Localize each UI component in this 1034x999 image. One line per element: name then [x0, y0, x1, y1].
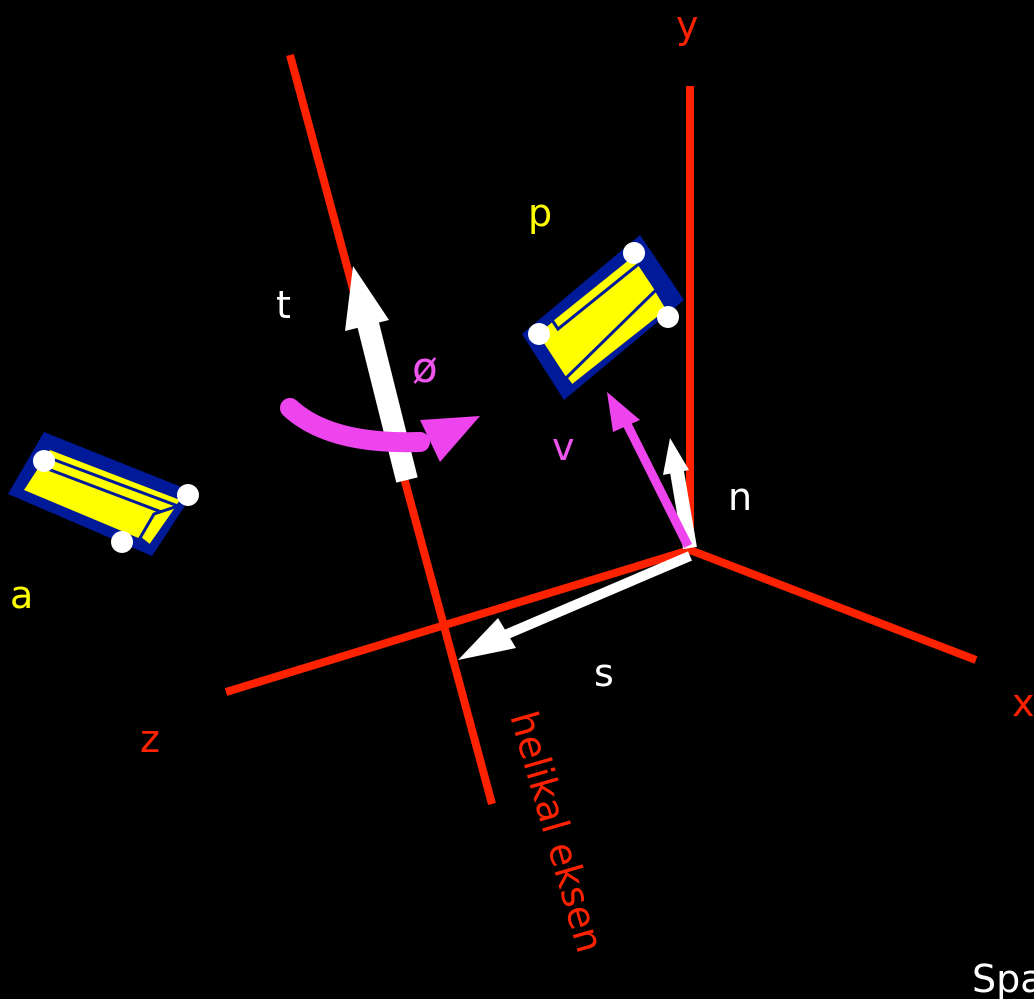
- marker-dot: [177, 484, 199, 506]
- rigid-body-p-icon: [522, 235, 684, 400]
- x-axis-line: [688, 546, 978, 664]
- z-axis-label: z: [140, 717, 160, 761]
- position-p-label: p: [528, 191, 552, 235]
- corner-text: Spa: [972, 957, 1034, 999]
- rotation-angle-label: ø: [412, 343, 438, 392]
- marker-dot: [623, 242, 645, 264]
- translation-label: t: [276, 283, 291, 327]
- marker-dot: [657, 306, 679, 328]
- rigid-body-a-icon: [8, 432, 199, 556]
- marker-dot: [528, 323, 550, 345]
- vector-s-label: s: [594, 651, 614, 695]
- vector-n-label: n: [728, 475, 752, 519]
- vector-v: [607, 392, 693, 549]
- rotation-arrow-icon: [280, 398, 480, 462]
- vector-v-label: v: [552, 425, 575, 469]
- position-a-label: a: [10, 573, 33, 617]
- vector-s: [458, 551, 692, 660]
- marker-dot: [111, 531, 133, 553]
- translation-vector-t: [345, 266, 418, 483]
- vector-n: [663, 438, 697, 550]
- x-axis-label: x: [1012, 681, 1034, 725]
- marker-dot: [33, 450, 55, 472]
- y-axis-label: y: [676, 3, 699, 47]
- z-axis-line: [224, 546, 692, 696]
- helical-axis-label: helikal eksen: [501, 706, 612, 957]
